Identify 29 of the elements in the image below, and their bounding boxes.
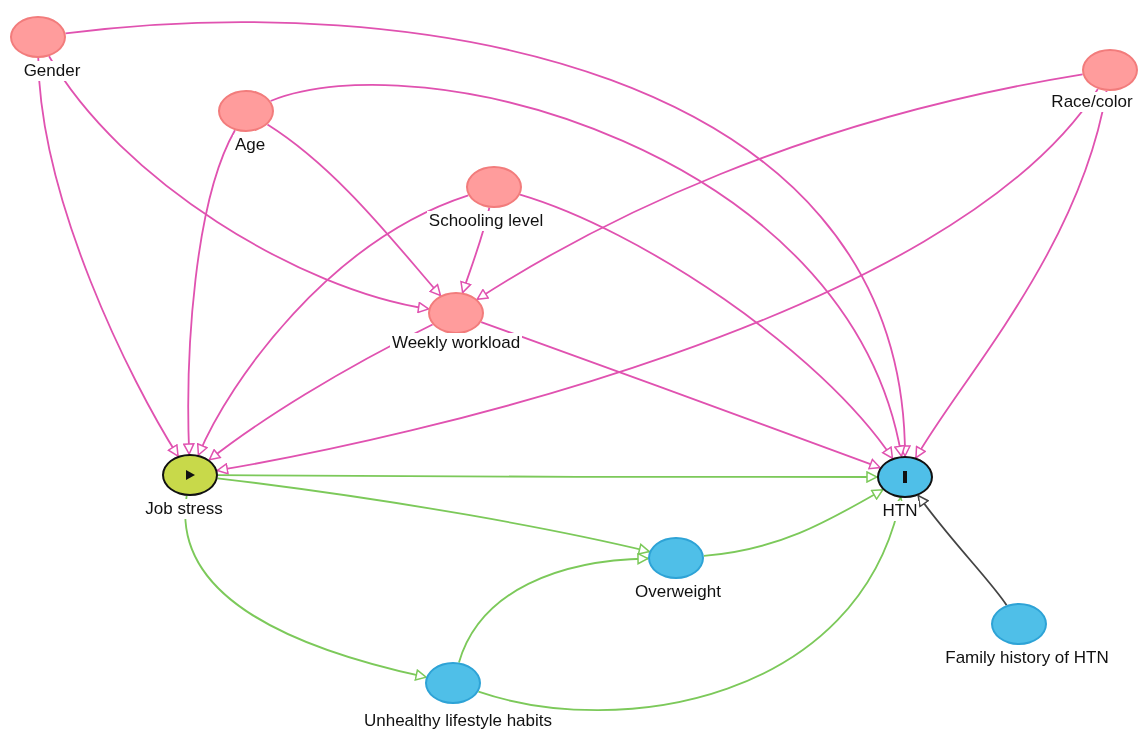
arrow [48, 55, 430, 313]
node-label: Gender [21, 61, 83, 82]
node-label: Family history of HTN [943, 648, 1111, 669]
node-label: Race/color [1049, 92, 1135, 113]
node-label: Job stress [143, 499, 225, 520]
arrow [216, 477, 651, 555]
arrow [216, 88, 1099, 475]
arrow [266, 123, 442, 297]
arrow [519, 193, 894, 460]
arrow [64, 21, 910, 457]
arrow [476, 73, 1084, 301]
node-label: HTN [880, 501, 920, 522]
arrow [37, 57, 179, 457]
node-label: Age [232, 135, 268, 156]
node-label: Schooling level [426, 211, 546, 232]
arrow [184, 494, 427, 681]
arrow [269, 83, 905, 458]
node-label: Weekly workload [389, 333, 523, 354]
arrow [480, 321, 881, 470]
arrow [197, 194, 470, 456]
node-label: Overweight [633, 582, 723, 603]
arrow [208, 323, 434, 461]
arrow [458, 553, 649, 664]
arrow [477, 496, 904, 712]
arrow [217, 471, 878, 483]
arrow [702, 488, 884, 557]
arrow [917, 494, 1008, 607]
arrow [183, 129, 236, 455]
arrow [915, 89, 1108, 459]
